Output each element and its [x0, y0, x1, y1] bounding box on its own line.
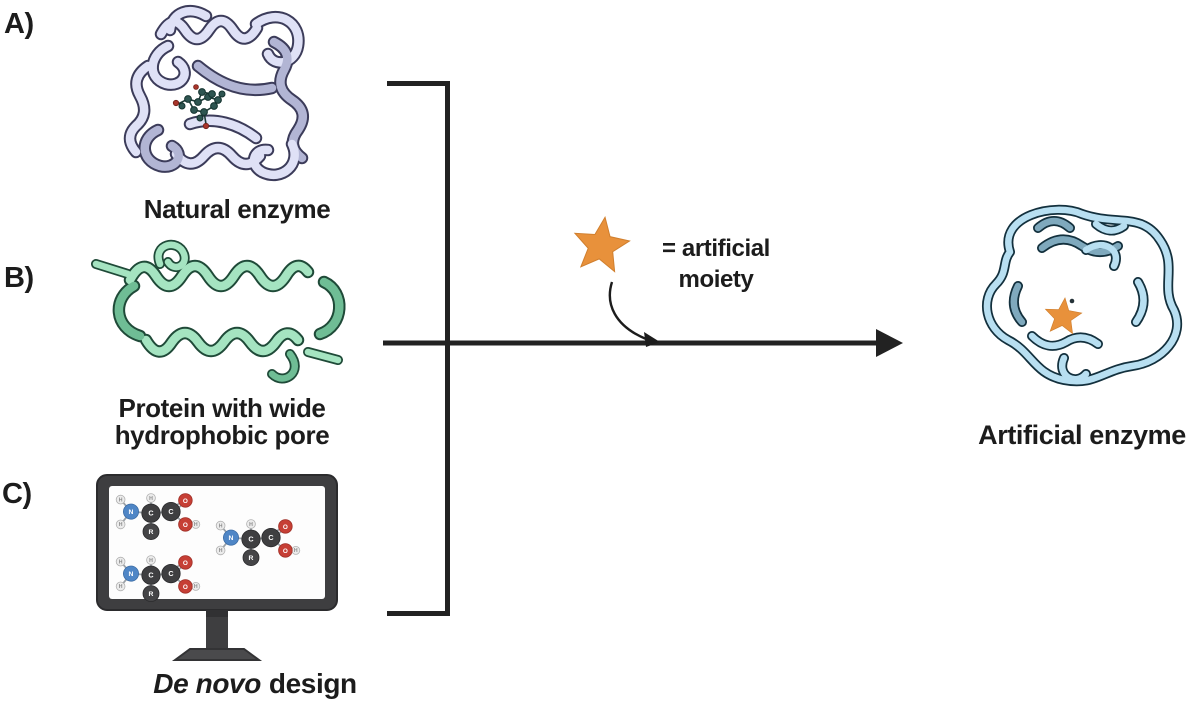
- ribbon-tangle-green: [91, 240, 346, 384]
- section-b-label: B): [4, 262, 34, 294]
- monitor-neck-shadow: [206, 610, 228, 617]
- monitor-base: [171, 648, 263, 661]
- pore-protein-caption: Protein with wide hydrophobic pore: [84, 395, 360, 449]
- section-a-label: A): [4, 8, 34, 40]
- pore-caption-line2: hydrophobic pore: [114, 420, 330, 450]
- artificial-enzyme-caption: Artificial enzyme: [978, 420, 1186, 450]
- main-arrow: [383, 329, 903, 357]
- monitor-neck: [206, 610, 228, 650]
- artificial-enzyme-structure: [982, 204, 1183, 387]
- bound-moiety-star: [1044, 297, 1083, 335]
- section-c-label: C): [2, 478, 32, 510]
- moiety-legend: = artificial moiety: [636, 233, 796, 295]
- ribbon-tangle-blue: [982, 204, 1183, 387]
- de-novo-caption-regular: design: [268, 668, 357, 699]
- artificial-moiety-star: [573, 215, 631, 273]
- moiety-insertion-arrow: [608, 281, 660, 347]
- pore-caption-line1: Protein with wide: [118, 393, 326, 423]
- natural-enzyme-structure: [123, 5, 310, 182]
- ribbon-tangle-lavender: [123, 5, 310, 182]
- main-arrowhead: [876, 329, 903, 357]
- natural-enzyme-caption: Natural enzyme: [143, 194, 331, 224]
- moiety-legend-line2: moiety: [678, 266, 754, 293]
- pocket-dot: [1069, 298, 1075, 304]
- de-novo-monitor: H H H H N C R C O O: [96, 474, 338, 661]
- converging-bracket: [387, 81, 450, 616]
- moiety-arrowhead: [644, 332, 660, 347]
- moiety-legend-line1: = artificial: [662, 235, 770, 262]
- heme-cofactor: [172, 84, 226, 130]
- pore-protein-structure: [91, 240, 346, 384]
- de-novo-caption-italic: De novo: [153, 668, 261, 699]
